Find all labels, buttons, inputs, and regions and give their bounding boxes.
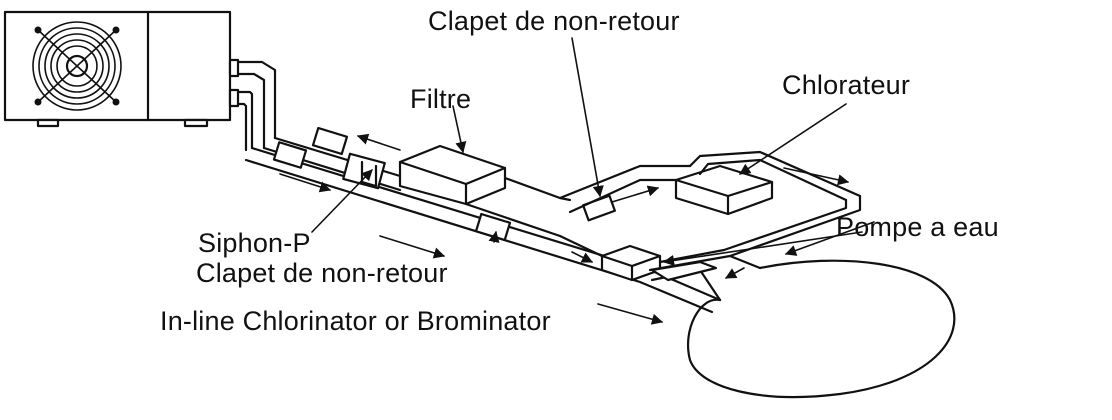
fan-grille-icon xyxy=(32,21,122,111)
check-valve-bottom-label: Clapet de non-retour xyxy=(196,258,448,288)
inline-chlorinator-label: In-line Chlorinator or Brominator xyxy=(160,306,551,336)
siphon-p xyxy=(342,152,386,190)
check-valve-top-label: Clapet de non-retour xyxy=(428,6,680,36)
water-pump-label: Pompe a eau xyxy=(836,212,999,242)
heat-pump-connectors xyxy=(228,58,277,152)
pool xyxy=(687,259,956,399)
filter-box xyxy=(398,144,507,206)
filter-outlet-pipe xyxy=(464,164,692,238)
flow-arrows xyxy=(279,133,875,325)
siphon-label: Siphon-P xyxy=(198,228,311,258)
label-leader-lines xyxy=(311,37,863,267)
filter-label: Filtre xyxy=(410,84,472,114)
pump-to-pool-pipes xyxy=(648,248,762,302)
chlorinator-label: Chlorateur xyxy=(782,70,911,100)
water-pump-box xyxy=(558,234,662,282)
chlorinator-box xyxy=(674,164,774,216)
